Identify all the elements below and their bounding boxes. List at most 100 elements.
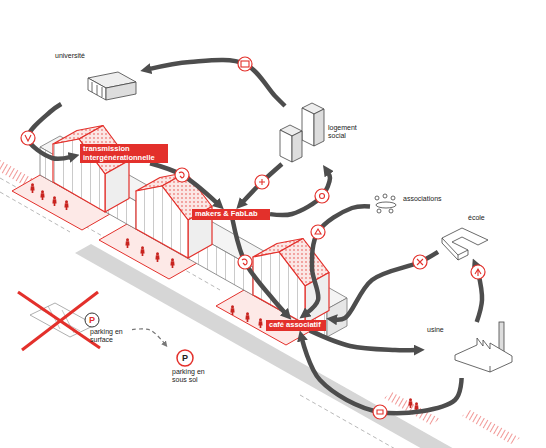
parking-sign-letter: P	[177, 352, 193, 364]
university-building	[88, 72, 136, 100]
parking-sign-letter: P	[84, 314, 100, 326]
people-figures	[40, 190, 44, 200]
flow-icons	[21, 131, 35, 145]
surface-parking-crossed	[85, 313, 99, 327]
flow-icons	[21, 57, 485, 419]
flow-icons	[311, 225, 325, 239]
gable-volume	[53, 126, 329, 325]
node-text: usine	[427, 326, 457, 334]
flow-icons	[320, 194, 325, 199]
low-glass-volume	[40, 136, 347, 337]
associations-people	[391, 196, 395, 200]
university-building	[102, 87, 103, 97]
flow-arrow	[149, 60, 285, 106]
flow-icons	[175, 168, 189, 182]
flow-icons	[373, 405, 387, 419]
flow-icons	[475, 269, 481, 276]
flow-arrow	[270, 172, 330, 215]
flow-icons	[25, 135, 31, 141]
school-building	[442, 228, 488, 255]
node-text: école	[468, 214, 494, 222]
associations-node: associations	[370, 192, 450, 214]
factory-node: usine	[425, 322, 515, 378]
gable-volume	[105, 161, 129, 213]
flow-icons	[315, 229, 321, 234]
node-text: transmission intergénérationnelle	[83, 145, 165, 162]
flow-icons	[377, 410, 383, 414]
node-text: makers & FabLab	[195, 210, 267, 219]
school-node: école	[438, 214, 494, 258]
school-building	[442, 238, 468, 260]
node-text: parking en sous sol	[172, 368, 212, 384]
associations-people	[377, 209, 381, 213]
university-node: université	[55, 52, 140, 104]
factory-building	[455, 338, 512, 372]
flow-icons	[241, 61, 249, 67]
factory-building	[490, 366, 491, 372]
university-building	[88, 78, 106, 100]
flow-icons	[471, 265, 485, 279]
social-housing-building	[302, 108, 314, 146]
flow-icons	[315, 189, 329, 203]
surface-parking-crossed	[22, 292, 98, 350]
people-figures	[52, 196, 56, 206]
flow-icons	[179, 172, 184, 178]
people-figures	[408, 398, 412, 408]
node-text: café associatif	[269, 321, 323, 330]
flow-icons	[242, 259, 247, 265]
social-housing-building	[280, 103, 324, 162]
associations-people	[389, 209, 393, 213]
people-figures	[245, 312, 249, 322]
program-label: makers & FabLab	[192, 209, 270, 220]
flow-arrow	[242, 164, 282, 203]
university-building	[92, 82, 93, 92]
parking-node: parking en sous sol	[168, 346, 212, 388]
social-housing-building	[314, 109, 324, 146]
flow-arrow	[476, 267, 482, 322]
program-label: café associatif	[266, 320, 326, 331]
social-housing-building	[280, 130, 292, 162]
flow-icons	[413, 255, 427, 269]
surface-parking-crossed	[18, 292, 100, 350]
people-figures	[170, 258, 174, 268]
hatched-edge	[462, 410, 520, 444]
gable-volume	[136, 186, 188, 258]
underground-parking-sign	[177, 350, 193, 366]
people-figures	[140, 246, 144, 256]
school-building	[442, 228, 488, 260]
node-text: université	[55, 52, 115, 60]
flow-arrow	[150, 163, 217, 203]
flow-icons	[259, 179, 265, 185]
associations-people	[376, 202, 396, 208]
flow-icons	[25, 61, 481, 414]
university-building	[106, 82, 136, 100]
associations-people	[375, 194, 396, 213]
people-figures	[258, 318, 262, 328]
social-housing-building	[292, 131, 302, 162]
people-figures	[30, 183, 34, 193]
flow-icons	[238, 255, 252, 269]
university-building	[97, 85, 98, 95]
node-text: parking en surface	[90, 328, 130, 344]
associations-people	[375, 196, 379, 200]
program-label: transmission intergénérationnelle	[80, 144, 168, 163]
people-figures	[30, 148, 418, 412]
node-text: logement social	[328, 124, 360, 140]
flow-arrow	[310, 331, 416, 351]
people-figures	[125, 238, 129, 248]
hatched-edge	[0, 160, 520, 444]
flow-icons	[238, 57, 252, 71]
people-figures	[64, 200, 68, 210]
street-band	[75, 244, 456, 448]
node-text: associations	[403, 195, 450, 203]
associations-people	[383, 194, 387, 198]
factory-building	[455, 322, 512, 372]
flow-arrow	[233, 220, 286, 314]
flow-icons	[255, 175, 269, 189]
